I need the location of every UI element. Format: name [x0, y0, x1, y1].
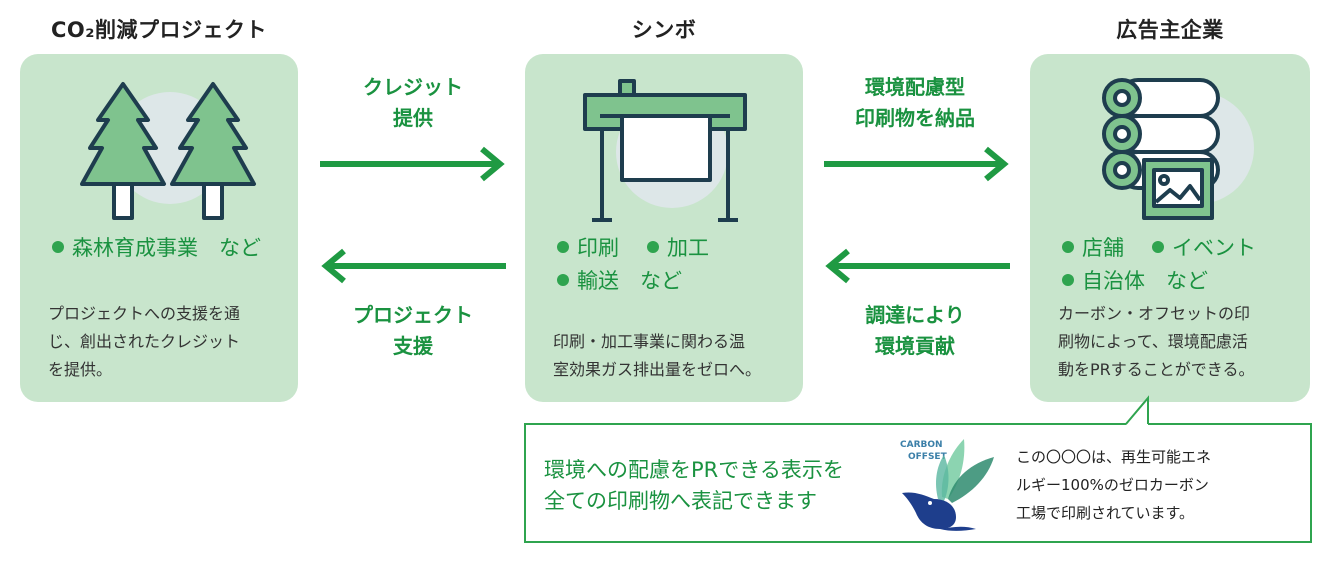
column-title-shinbo: シンボ	[631, 18, 697, 42]
list-item: 加工	[647, 232, 709, 265]
list-item: 印刷	[557, 232, 619, 265]
callout-pointer	[1125, 395, 1149, 425]
arrow-label-eco-delivery: 環境配慮型印刷物を納品	[855, 75, 975, 130]
arrow-right-icon	[320, 146, 505, 182]
bullet-list: 森林育成事業 など	[52, 232, 289, 265]
callout-note: この〇〇〇は、再生可能エネ ルギー100%のゼロカーボン 工場で印刷されています…	[1016, 448, 1212, 522]
card-description: プロジェクトへの支援を通 じ、創出されたクレジット を提供。	[48, 304, 241, 379]
arrow-label-project-support: プロジェクト支援	[353, 303, 473, 358]
card-advertiser: 店舗イベント 自治体 など カーボン・オフセットの印 刷物によって、環境配慮活 …	[1030, 54, 1310, 402]
callout-message: 環境への配慮をPRできる表示を 全ての印刷物へ表記できます	[544, 458, 844, 513]
bullet-dot	[1062, 274, 1074, 286]
bullet-dot	[557, 274, 569, 286]
card-description: 印刷・加工事業に関わる温 室効果ガス排出量をゼロへ。	[553, 332, 762, 379]
bullet-dot	[1152, 241, 1164, 253]
tree-icon	[80, 82, 256, 220]
bullet-dot	[647, 241, 659, 253]
list-item: 森林育成事業 など	[52, 232, 261, 265]
bullet-list: 店舗イベント 自治体 など	[1062, 232, 1284, 298]
carbon-offset-bird-logo: CARBON OFFSET	[900, 439, 994, 531]
bullet-dot	[557, 241, 569, 253]
arrow-label-credit-supply: クレジット提供	[363, 75, 463, 130]
print-rolls-icon	[1102, 78, 1254, 220]
list-item: 自治体 など	[1062, 265, 1208, 298]
arrow-left-icon	[321, 248, 506, 284]
arrow-left-icon	[825, 248, 1010, 284]
column-title-co2-project: CO₂削減プロジェクト	[51, 18, 267, 42]
printer-icon	[583, 79, 747, 222]
svg-text:OFFSET: OFFSET	[908, 452, 948, 462]
list-item: イベント	[1152, 232, 1256, 265]
arrow-right-icon	[824, 146, 1009, 182]
bullet-dot	[1062, 241, 1074, 253]
list-item: 店舗	[1062, 232, 1124, 265]
carbon-offset-callout: 環境への配慮をPRできる表示を 全ての印刷物へ表記できます CARBON OFF…	[524, 423, 1312, 543]
bullet-list: 印刷加工 輸送 など	[557, 232, 737, 298]
card-shinbo: 印刷加工 輸送 など 印刷・加工事業に関わる温 室効果ガス排出量をゼロへ。	[525, 54, 803, 402]
bullet-dot	[52, 241, 64, 253]
column-title-advertiser: 広告主企業	[1116, 18, 1224, 42]
card-description: カーボン・オフセットの印 刷物によって、環境配慮活 動をPRすることができる。	[1058, 304, 1255, 379]
svg-text:CARBON: CARBON	[900, 440, 943, 450]
card-co2-project: 森林育成事業 など プロジェクトへの支援を通 じ、創出されたクレジット を提供。	[20, 54, 298, 402]
arrow-label-eco-contribution: 調達により環境貢献	[865, 303, 965, 358]
list-item: 輸送 など	[557, 265, 682, 298]
